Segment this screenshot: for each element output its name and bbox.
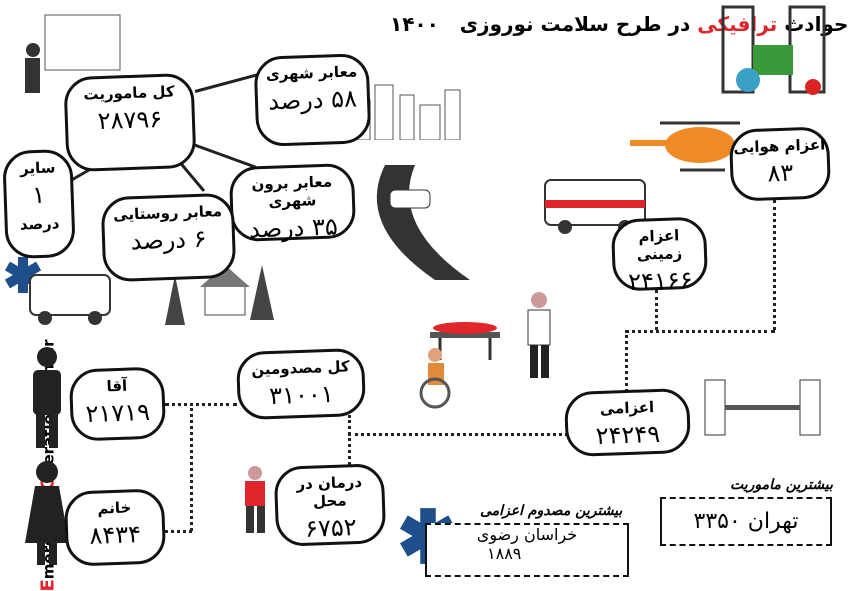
connector bbox=[348, 433, 568, 436]
connector bbox=[625, 330, 775, 333]
wheelchair-icon bbox=[419, 348, 451, 409]
arrow bbox=[194, 73, 259, 93]
helicopter-icon bbox=[630, 121, 740, 172]
most-missions-banner: تهران ۳۳۵۰ bbox=[660, 497, 832, 546]
connector bbox=[773, 200, 776, 330]
connector bbox=[165, 403, 237, 406]
presenter-icon bbox=[25, 14, 121, 93]
connector bbox=[165, 530, 192, 533]
ambulance-icon bbox=[544, 179, 646, 234]
province-name: خراسان رضوی bbox=[476, 525, 578, 544]
woman-silhouette-icon bbox=[25, 461, 69, 565]
most-dispatched-label: بیشترین مصدوم اعزامی bbox=[480, 503, 623, 519]
nowruz-haft-sin-icon bbox=[721, 5, 826, 95]
man-silhouette-icon bbox=[33, 347, 61, 448]
ambulance-icon bbox=[29, 274, 111, 325]
road-icon bbox=[376, 165, 470, 280]
most-missions-label: بیشترین ماموریت bbox=[730, 477, 833, 493]
connector bbox=[190, 403, 193, 531]
forest-house-icon bbox=[165, 265, 274, 325]
paramedics-stretcher-icon bbox=[704, 379, 821, 436]
paramedic-icon bbox=[527, 292, 551, 378]
person-icon bbox=[245, 466, 265, 533]
most-dispatched-banner: خراسان رضوی ۱۸۸۹ bbox=[425, 523, 629, 577]
page-title: حوادث ترافیکی در طرح سلامت نوروزی ۱۴۰۰ bbox=[390, 12, 848, 36]
connector bbox=[348, 415, 351, 470]
connector bbox=[655, 290, 658, 330]
stretcher-icon bbox=[430, 322, 500, 360]
most-dispatched-value: ۱۸۸۹ bbox=[487, 544, 522, 563]
connector bbox=[625, 330, 628, 392]
